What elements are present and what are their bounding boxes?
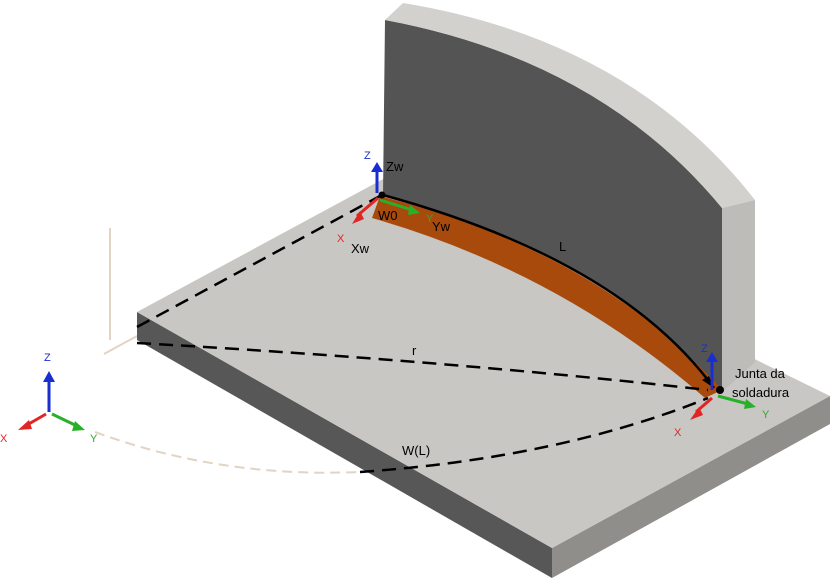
label-weld-joint-line2: soldadura — [732, 385, 790, 400]
end-z-arrowhead — [706, 352, 718, 362]
end-y-axis — [717, 394, 749, 406]
label-xw: Xw — [351, 241, 370, 256]
end-x-letter: X — [674, 427, 682, 439]
start-y-letter: Y — [426, 213, 434, 225]
label-l: L — [559, 239, 566, 254]
ghost-corner-line — [103, 335, 138, 355]
global-x-axis — [26, 412, 47, 427]
end-point-joint — [716, 386, 724, 394]
start-axis-triad: Z Y X — [337, 150, 434, 245]
wall-face — [383, 20, 722, 392]
end-x-arrowhead — [690, 407, 703, 420]
wall-side-edge — [722, 200, 755, 392]
global-y-axis — [51, 412, 78, 428]
global-axis-triad: Z Y X — [0, 352, 98, 445]
plate-side-face — [552, 396, 830, 578]
label-weld-joint-line1: Junta da — [735, 366, 786, 381]
base-plate — [137, 178, 830, 578]
label-w-l: W(L) — [402, 443, 430, 458]
ghost-arc — [94, 431, 359, 474]
start-x-letter: X — [337, 233, 345, 245]
start-z-letter: Z — [364, 150, 371, 162]
end-z-letter: Z — [701, 343, 708, 355]
plate-front-face — [137, 312, 552, 578]
global-y-letter: Y — [90, 433, 98, 445]
global-x-letter: X — [0, 433, 8, 445]
label-w0: W0 — [378, 208, 398, 223]
start-x-arrowhead — [352, 211, 364, 224]
end-y-arrowhead — [744, 399, 756, 409]
start-y-axis — [379, 198, 413, 212]
plate-top-face — [137, 178, 830, 548]
global-z-arrowhead — [43, 371, 55, 382]
start-point-w0 — [378, 191, 386, 199]
weld-bead — [372, 196, 722, 398]
global-x-arrowhead — [18, 420, 32, 430]
end-axis-triad: Z Y X — [674, 343, 770, 439]
diagram-labels: Zw W0 Yw Xw L r W(L) Junta da soldadura — [351, 159, 790, 458]
weld-path-l — [382, 193, 716, 389]
construction-lines — [136, 194, 709, 474]
dashed-w-l — [359, 396, 709, 474]
ghost-reference-geometry — [94, 228, 359, 474]
global-y-arrowhead — [72, 421, 85, 431]
dashed-radius-r — [136, 341, 709, 392]
end-y-letter: Y — [762, 409, 770, 421]
start-z-arrowhead — [371, 162, 383, 172]
dashed-plate-to-w0 — [136, 194, 381, 329]
label-r: r — [412, 343, 417, 358]
global-z-letter: Z — [44, 352, 51, 364]
wall-top-edge — [385, 3, 755, 208]
curved-wall — [383, 3, 755, 392]
start-y-arrowhead — [408, 205, 420, 215]
label-yw: Yw — [432, 219, 451, 234]
label-zw: Zw — [386, 159, 404, 174]
